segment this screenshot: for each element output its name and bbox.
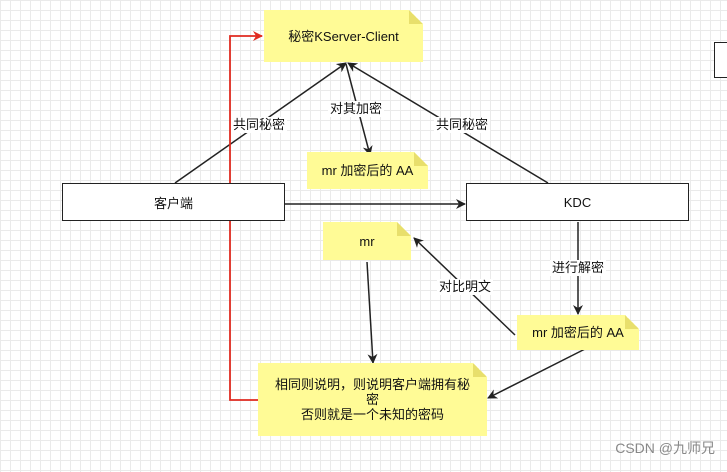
node-kdc-text: KDC	[563, 194, 592, 210]
note-result-text: 相同则说明，则说明客户端拥有秘 密 否则就是一个未知的密码	[274, 377, 470, 422]
label-decrypt: 进行解密	[550, 260, 607, 276]
edge-mr-encrypted-to-result	[487, 348, 586, 399]
label-encrypt-it: 对其加密	[328, 101, 385, 117]
node-client: 客户端	[62, 183, 285, 221]
node-client-text: 客户端	[153, 195, 193, 211]
note-mr-encrypted-top-text: mr 加密后的 AA	[321, 163, 414, 178]
note-result: 相同则说明，则说明客户端拥有秘 密 否则就是一个未知的密码	[258, 363, 487, 436]
label-compare-plaintext: 对比明文	[437, 279, 494, 295]
offscreen-box-edge	[714, 42, 727, 78]
note-mr-encrypted-top: mr 加密后的 AA	[307, 152, 428, 189]
note-mr: mr	[323, 222, 411, 260]
note-secret-text: 秘密KServer-Client	[288, 28, 399, 44]
watermark: CSDN @九师兄	[615, 440, 715, 456]
note-mr-text: mr	[359, 233, 375, 249]
label-shared-secret-left: 共同秘密	[231, 117, 288, 133]
note-secret: 秘密KServer-Client	[264, 10, 423, 62]
node-kdc: KDC	[466, 183, 689, 221]
label-shared-secret-right: 共同秘密	[434, 117, 491, 133]
note-mr-encrypted-bottom-text: mr 加密后的 AA	[532, 325, 624, 340]
note-mr-encrypted-bottom: mr 加密后的 AA	[517, 315, 639, 350]
edge-mr-to-result	[366, 261, 378, 364]
